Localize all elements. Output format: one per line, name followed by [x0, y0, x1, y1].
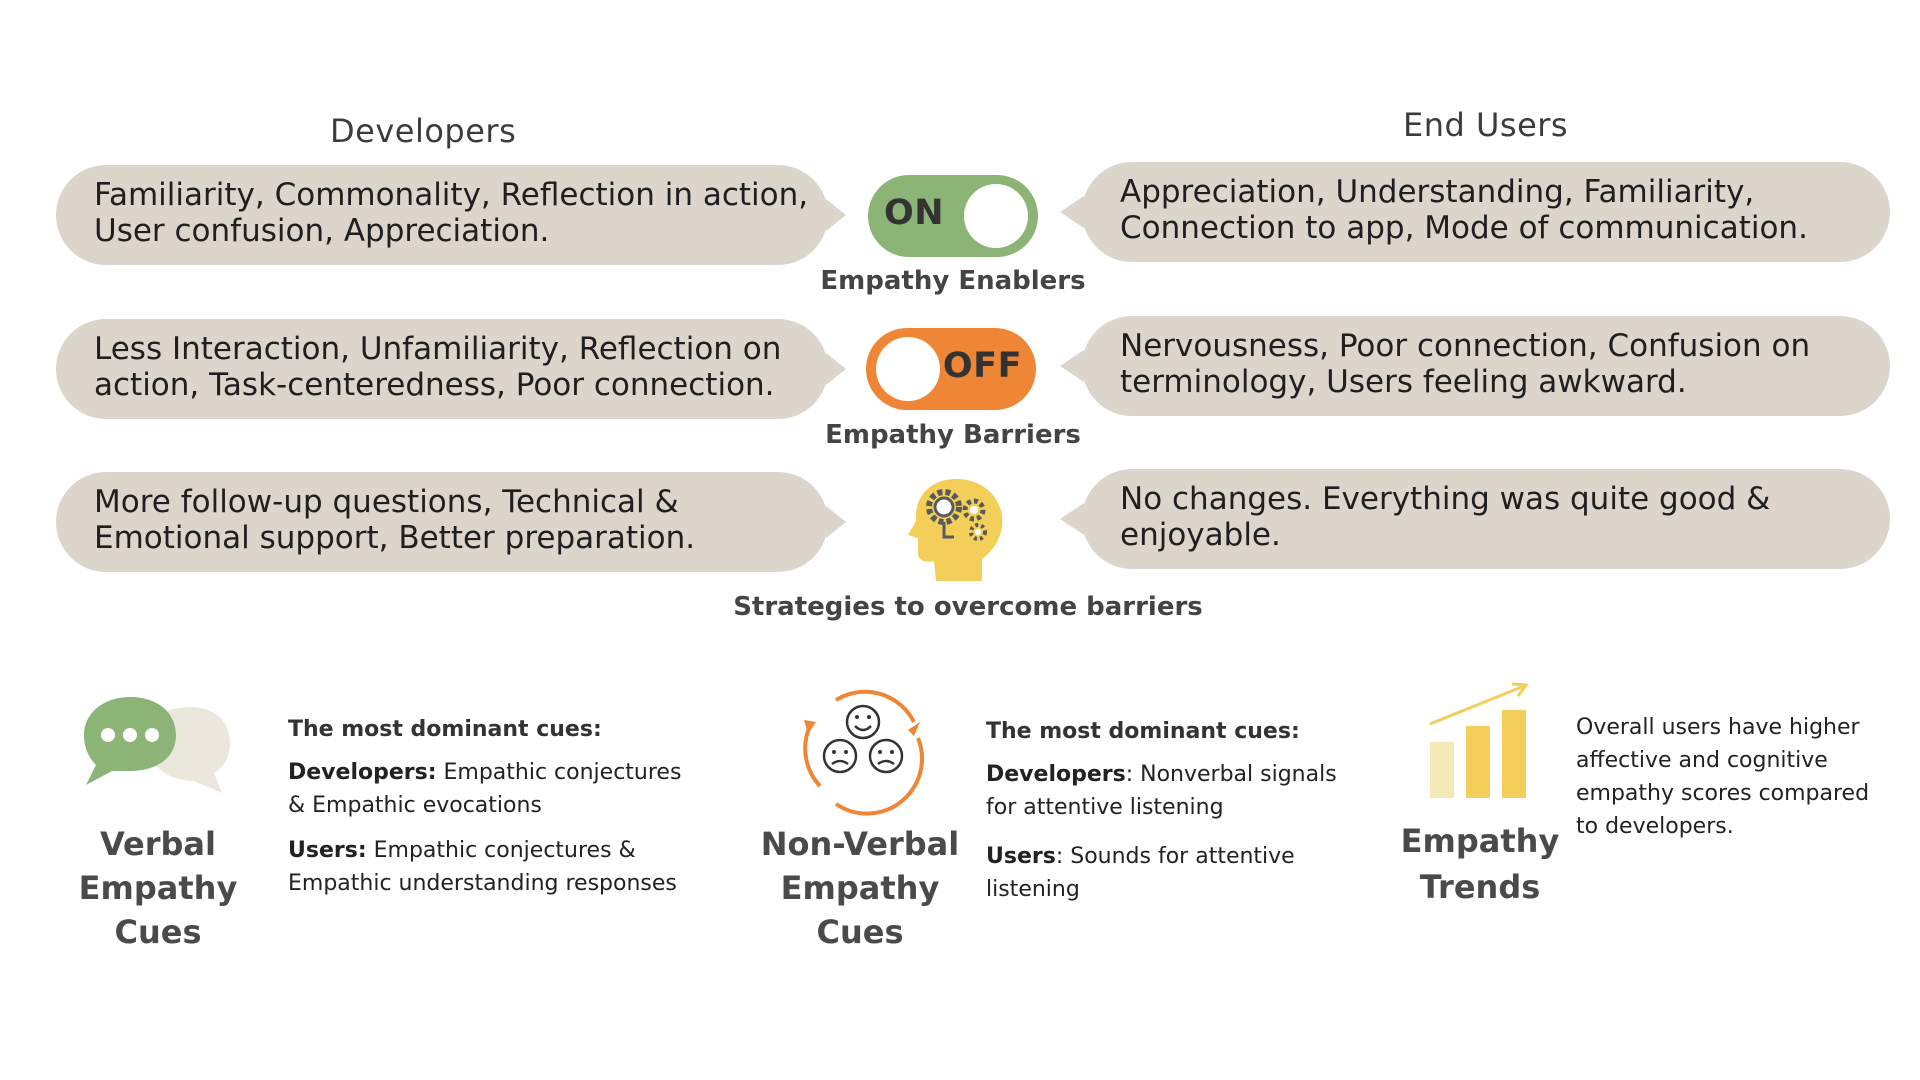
trends-text: Overall users have higher affective and …	[1576, 711, 1869, 843]
trends-title: Empathy Trends	[1380, 818, 1580, 910]
nonverbal-developers-line-2: for attentive listening	[986, 795, 1224, 820]
head-gears-icon	[908, 479, 1003, 581]
users-enablers-bubble: Appreciation, Understanding, Familiarity…	[1060, 162, 1890, 262]
developers-strategies-bubble: More follow-up questions, Technical & Em…	[56, 472, 846, 572]
trends-title-line-1: Empathy	[1400, 822, 1560, 860]
nonverbal-users-label: Users	[986, 844, 1056, 869]
bubble-tail	[1060, 196, 1084, 228]
verbal-users-line-1: Empathic conjectures &	[366, 838, 636, 863]
trends-line-1: Overall users have higher	[1576, 715, 1860, 740]
trends-line-3: empathy scores compared	[1576, 781, 1870, 806]
verbal-users-label: Users:	[288, 838, 367, 863]
verbal-developers-line-1: Empathic conjectures	[436, 760, 682, 785]
verbal-developers-line-2: & Empathic evocations	[288, 793, 542, 818]
users-strategies-line-2: enjoyable.	[1120, 517, 1281, 553]
developers-strategies-line-2: Emotional support, Better preparation.	[94, 520, 696, 556]
developers-barriers-bubble: Less Interaction, Unfamiliarity, Reflect…	[56, 319, 846, 419]
verbal-cues-heading: The most dominant cues:	[288, 717, 602, 742]
bubble-tail	[826, 199, 846, 231]
verbal-title-line-2: Empathy Cues	[78, 869, 238, 951]
empathy-off-toggle: OFF	[866, 328, 1036, 410]
toggle-on-label: ON	[884, 193, 945, 233]
developers-enablers-bubble: Familiarity, Commonality, Reflection in …	[56, 165, 846, 265]
developers-enablers-line-2: User confusion, Appreciation.	[94, 213, 550, 249]
nonverbal-title-line-2: Empathy Cues	[780, 869, 940, 951]
users-barriers-bubble: Nervousness, Poor connection, Confusion …	[1060, 316, 1890, 416]
users-enablers-line-2: Connection to app, Mode of communication…	[1120, 210, 1808, 246]
faces-cycle-icon	[803, 689, 924, 816]
chat-bubbles-icon	[84, 697, 230, 793]
nonverbal-users-line-2: listening	[986, 877, 1080, 902]
trends-line-2: affective and cognitive	[1576, 748, 1828, 773]
users-barriers-line-1: Nervousness, Poor connection, Confusion …	[1120, 328, 1811, 364]
verbal-title-line-1: Verbal	[100, 825, 216, 863]
trends-line-4: to developers.	[1576, 814, 1734, 839]
developers-strategies-line-1: More follow-up questions, Technical &	[94, 484, 679, 520]
developers-barriers-line-2: action, Task-centeredness, Poor connecti…	[94, 367, 775, 403]
verbal-developers-text: Developers: Empathic conjectures & Empat…	[288, 756, 681, 822]
users-barriers-line-2: terminology, Users feeling awkward.	[1120, 364, 1687, 400]
empathy-on-toggle: ON	[868, 175, 1038, 257]
nonverbal-users-line-1: : Sounds for attentive	[1055, 844, 1295, 869]
strategies-caption: Strategies to overcome barriers	[733, 592, 1203, 622]
nonverbal-developers-text: Developers: Nonverbal signals for attent…	[986, 758, 1337, 824]
bubble-tail	[826, 506, 846, 538]
bar-trend-icon	[1429, 682, 1529, 798]
empathy-barriers-caption: Empathy Barriers	[825, 420, 1081, 450]
verbal-cues-title: Verbal Empathy Cues	[40, 822, 276, 954]
nonverbal-developers-label: Developers	[986, 762, 1126, 787]
users-strategies-line-1: No changes. Everything was quite good &	[1120, 481, 1771, 517]
nonverbal-developers-line-1: : Nonverbal signals	[1125, 762, 1337, 787]
users-strategies-bubble: No changes. Everything was quite good & …	[1060, 469, 1890, 569]
nonverbal-users-text: Users: Sounds for attentive listening	[986, 840, 1295, 906]
toggle-knob	[876, 337, 940, 401]
bubble-tail	[826, 353, 846, 385]
developers-barriers-line-1: Less Interaction, Unfamiliarity, Reflect…	[94, 331, 782, 367]
developers-enablers-line-1: Familiarity, Commonality, Reflection in …	[94, 177, 809, 213]
verbal-users-line-2: Empathic understanding responses	[288, 871, 677, 896]
trends-title-line-2: Trends	[1419, 868, 1541, 906]
developers-header: Developers	[330, 112, 517, 150]
nonverbal-cues-heading: The most dominant cues:	[986, 719, 1300, 744]
end-users-header: End Users	[1403, 106, 1569, 144]
bubble-tail	[1060, 503, 1084, 535]
empathy-enablers-caption: Empathy Enablers	[820, 266, 1086, 296]
nonverbal-title-line-1: Non-Verbal	[760, 825, 960, 863]
toggle-off-label: OFF	[942, 346, 1022, 386]
verbal-users-text: Users: Empathic conjectures & Empathic u…	[288, 834, 677, 900]
bubble-tail	[1060, 350, 1084, 382]
users-enablers-line-1: Appreciation, Understanding, Familiarity…	[1120, 174, 1755, 210]
toggle-knob	[964, 184, 1028, 248]
nonverbal-cues-title: Non-Verbal Empathy Cues	[742, 822, 978, 954]
verbal-developers-label: Developers:	[288, 760, 437, 785]
